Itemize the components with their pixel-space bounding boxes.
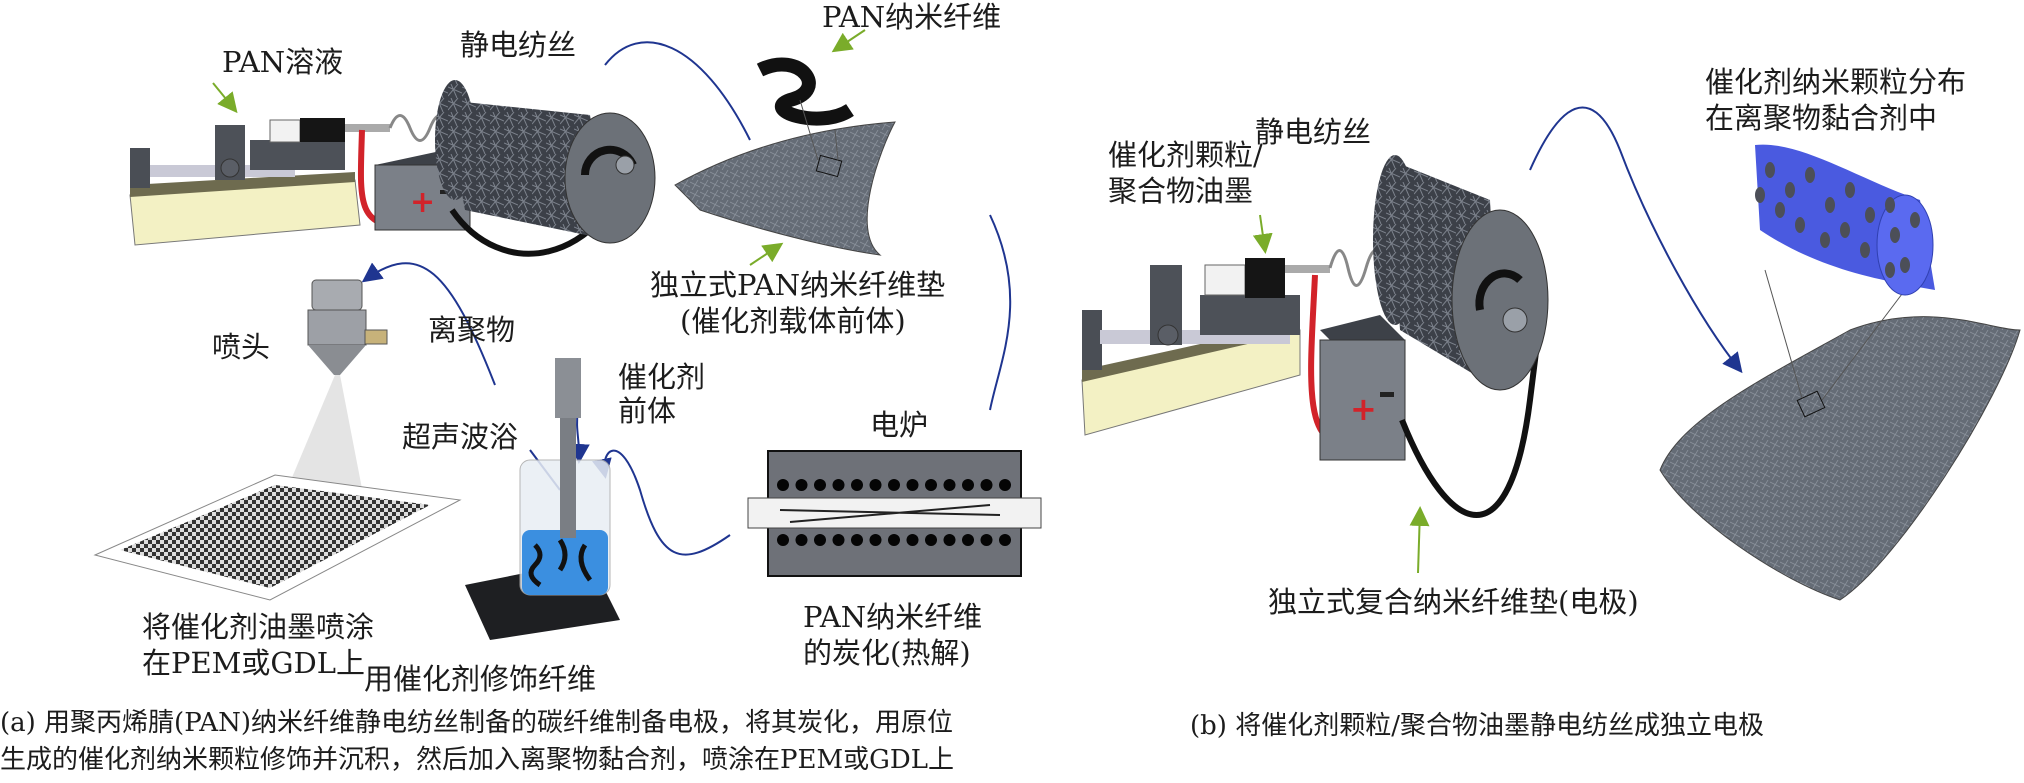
nanoparticle [1840, 222, 1850, 238]
nanoparticle [1885, 262, 1895, 278]
heater-dot [925, 479, 937, 491]
pointer-composite-mat [1409, 506, 1430, 574]
label-ultrasonic-bath: 超声波浴 [402, 420, 519, 454]
svg-text:+: + [410, 185, 435, 220]
label-ionomer: 离聚物 [428, 313, 516, 347]
label-spray-line2: 在PEM或GDL上 [142, 646, 366, 680]
pointer-catalyst-ink [1252, 214, 1273, 254]
heater-dot [906, 479, 919, 491]
caption-a-line2: 生成的催化剂纳米颗粒修饰并沉积，然后加入离聚物黏合剂，喷涂在PEM或GDL上 [0, 745, 954, 775]
heater-dot [777, 479, 789, 491]
heater-dot [980, 479, 993, 491]
heater-dot [814, 479, 826, 491]
ultrasonic-bath [465, 358, 620, 640]
svg-text:+: + [1350, 390, 1377, 428]
nanoparticle [1795, 217, 1805, 233]
catalyst-nanoparticles [1755, 162, 1920, 278]
power-supply-b: + [1319, 315, 1406, 461]
label-pan-nanofiber: PAN纳米纤维 [822, 0, 1002, 34]
composite-nanofiber-mat [1659, 269, 2021, 601]
flow-arrow-furnace-to-bath [592, 449, 731, 556]
heater-dot [777, 534, 789, 546]
ground-wire-b [1399, 319, 1543, 518]
nanoparticle [1775, 202, 1785, 218]
label-electrospinning-a: 静电纺丝 [460, 28, 577, 62]
label-catalyst-precursor-line1: 催化剂 [618, 360, 706, 394]
pan-nanofiber-mat [674, 57, 896, 256]
heater-dot [962, 534, 974, 546]
nanoparticle [1885, 197, 1895, 213]
pem-gdl-substrate [93, 474, 462, 601]
heater-dot [888, 479, 900, 491]
syringe-pump-a [129, 114, 452, 246]
caption-b: (b) 将催化剂颗粒/聚合物油墨静电纺丝成独立电极 [1190, 711, 1764, 741]
heater-dot [906, 534, 919, 546]
flow-arrow-mat-to-furnace [989, 214, 1012, 411]
caption-a-line1: (a) 用聚丙烯腈(PAN)纳米纤维静电纺丝制备的碳纤维制备电极，将其炭化，用原… [0, 708, 953, 738]
nanoparticle [1785, 182, 1795, 198]
pointer-pan-nanofiber [831, 29, 866, 53]
label-mat-line2: (催化剂载体前体) [680, 304, 906, 338]
heater-dot [980, 534, 993, 546]
label-carbonize-line1: PAN纳米纤维 [803, 600, 983, 634]
label-decorate-fibers: 用催化剂修饰纤维 [364, 662, 597, 696]
nanoparticle [1765, 162, 1775, 178]
pointer-pan-mat [749, 242, 784, 266]
label-electrospinning-b: 静电纺丝 [1255, 115, 1372, 149]
heater-dot [869, 479, 882, 491]
label-distribution-line2: 在离聚物黏合剂中 [1705, 101, 1938, 135]
heater-dot [795, 534, 808, 546]
nanoparticle [1860, 242, 1870, 258]
nanoparticle [1865, 207, 1875, 223]
drum-collector-b [1373, 155, 1549, 391]
nanoparticle [1820, 232, 1830, 248]
heater-dot [795, 479, 808, 491]
heater-dot [832, 479, 845, 491]
syringe-pump-b [1081, 249, 1386, 436]
heater-dot [943, 479, 956, 491]
heater-dot [869, 534, 882, 546]
furnace-heater-dots [777, 479, 1011, 546]
heater-dot [925, 534, 937, 546]
label-nozzle: 喷头 [212, 330, 271, 364]
heater-dot [832, 534, 845, 546]
label-catalyst-precursor-line2: 前体 [618, 394, 677, 428]
heater-dot [962, 479, 974, 491]
heater-dot [943, 534, 956, 546]
ionomer-coated-fiber [1755, 144, 1935, 296]
label-distribution-line1: 催化剂纳米颗粒分布 [1705, 65, 1967, 99]
heater-dot [851, 479, 863, 491]
label-furnace: 电炉 [870, 408, 929, 442]
nanoparticle [1890, 227, 1900, 243]
electric-furnace [747, 450, 1042, 577]
label-pan-solution: PAN溶液 [222, 45, 344, 79]
label-catalyst-ink-line1: 催化剂颗粒/ [1108, 138, 1263, 172]
pointer-pan-solution [212, 82, 238, 114]
heater-dot [888, 534, 900, 546]
heater-dot [999, 479, 1011, 491]
heater-dot [999, 534, 1011, 546]
nanoparticle [1900, 257, 1910, 273]
heater-dot [851, 534, 863, 546]
label-spray-line1: 将催化剂油墨喷涂 [142, 610, 375, 644]
flow-arrow-bath-to-nozzle [361, 262, 496, 386]
nanoparticle [1910, 212, 1920, 228]
nanoparticle [1805, 167, 1815, 183]
flow-arrow-electrospin-to-mat [604, 41, 751, 141]
nanoparticle [1825, 197, 1835, 213]
flow-arrow-b [1529, 106, 1743, 374]
label-mat-line1: 独立式PAN纳米纤维垫 [650, 268, 946, 302]
heater-dot [814, 534, 826, 546]
nanoparticle [1755, 187, 1765, 203]
label-catalyst-ink-line2: 聚合物油墨 [1108, 174, 1254, 208]
nanoparticle [1845, 182, 1855, 198]
label-carbonize-line2: 的炭化(热解) [803, 636, 971, 670]
label-composite-mat: 独立式复合纳米纤维垫(电极) [1268, 585, 1639, 619]
drum-collector-a [435, 80, 656, 244]
